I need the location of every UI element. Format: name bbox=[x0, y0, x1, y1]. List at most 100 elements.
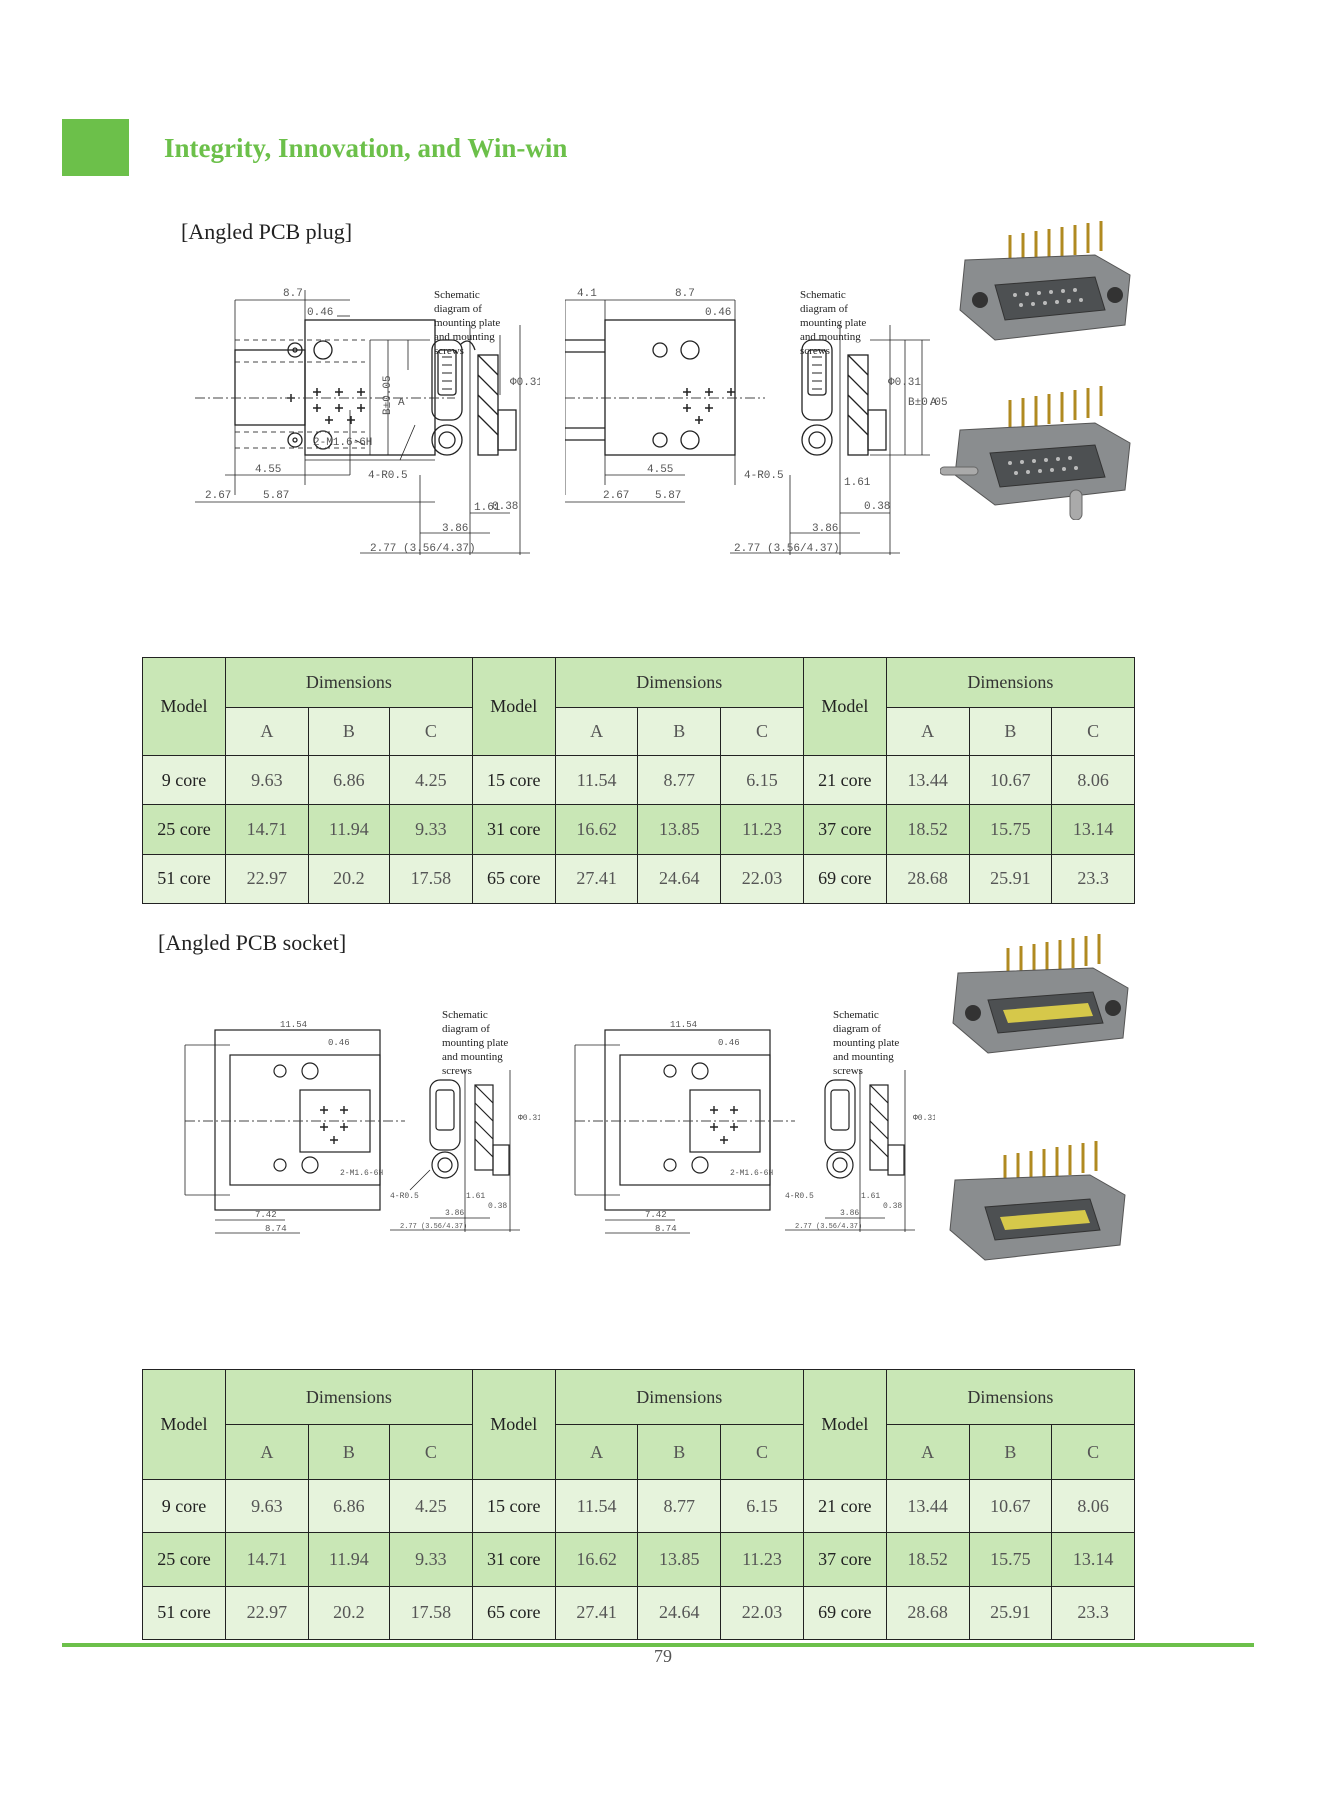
value-cell: 22.97 bbox=[225, 1585, 309, 1641]
socket-note-line-1: Schematic bbox=[442, 1010, 488, 1021]
socket2-dim-3-86: 3.86 bbox=[840, 1209, 859, 1218]
socket-col-b-3: B bbox=[968, 1424, 1053, 1480]
value-cell: 27.41 bbox=[554, 853, 639, 905]
value-cell: 25.91 bbox=[968, 853, 1053, 905]
plug-col-b-2: B bbox=[637, 707, 722, 756]
table-row: 25 core 14.71 11.94 9.33 31 core 16.62 1… bbox=[142, 804, 1135, 855]
plug-note-line-1: Schematic bbox=[434, 289, 480, 301]
socket2-note-line-5: screws bbox=[833, 1065, 863, 1077]
socket-photo-bottom bbox=[945, 1135, 1130, 1270]
socket-note-line-4: and mounting bbox=[442, 1051, 503, 1063]
plug-drawing-front-2: 4.1 8.7 0.46 4.55 5.87 2.67 bbox=[565, 280, 765, 560]
value-cell: 28.68 bbox=[885, 853, 970, 905]
value-cell: 20.2 bbox=[307, 853, 391, 905]
value-cell: 8.77 bbox=[637, 1478, 722, 1534]
plug2-dim-0-38: 0.38 bbox=[864, 501, 890, 513]
socket-drawing-front: 11.54 0.46 7.42 8.74 2-M1.6-6H bbox=[170, 1015, 410, 1240]
value-cell: 13.85 bbox=[637, 804, 722, 855]
value-cell: 6.86 bbox=[307, 754, 391, 806]
socket2-dim-0-38: 0.38 bbox=[883, 1202, 902, 1211]
plug-dim-5-87: 5.87 bbox=[263, 490, 289, 502]
plug-col-c-1: C bbox=[389, 707, 473, 756]
model-cell: 51 core bbox=[142, 1585, 226, 1641]
plug-note-line-4: and mounting bbox=[434, 331, 495, 343]
plug-note-line-2: diagram of bbox=[434, 303, 482, 315]
page-header-title: Integrity, Innovation, and Win-win bbox=[164, 133, 568, 163]
model-cell: 15 core bbox=[471, 754, 556, 806]
plug-dim-r05: 4-R0.5 bbox=[368, 470, 408, 482]
plug-col-b-3: B bbox=[968, 707, 1053, 756]
socket-model-header-2: Model bbox=[471, 1369, 556, 1480]
plug-note-line-5: screws bbox=[434, 345, 464, 357]
model-cell: 15 core bbox=[471, 1478, 556, 1534]
value-cell: 22.03 bbox=[720, 1585, 804, 1641]
socket-dimensions-table: Model Dimensions Model Dimensions Model … bbox=[142, 1369, 1136, 1641]
socket2-note-line-2: diagram of bbox=[833, 1023, 881, 1035]
socket-dim-phi: Φ0.31 bbox=[518, 1114, 540, 1123]
plug-dim-thread: 2-M1.6-6H bbox=[313, 437, 372, 449]
plug2-dim-r05: 4-R0.5 bbox=[744, 470, 784, 482]
value-cell: 24.64 bbox=[637, 853, 722, 905]
socket-col-a-2: A bbox=[554, 1424, 639, 1480]
value-cell: 15.75 bbox=[968, 804, 1053, 855]
value-cell: 9.33 bbox=[389, 1532, 473, 1587]
socket-dim-2-77: 2.77 (3.56/4.37) bbox=[400, 1223, 467, 1231]
plug-section-title: [Angled PCB plug] bbox=[181, 219, 353, 244]
socket2-dim-thread: 2-M1.6-6H bbox=[730, 1169, 773, 1178]
footer-divider bbox=[62, 1643, 1254, 1647]
table-row: 51 core 22.97 20.2 17.58 65 core 27.41 2… bbox=[142, 853, 1135, 905]
value-cell: 9.63 bbox=[225, 1478, 309, 1534]
plug2-dim-4-55: 4.55 bbox=[647, 464, 673, 476]
value-cell: 14.71 bbox=[225, 804, 309, 855]
socket2-dim-1-61: 1.61 bbox=[861, 1192, 880, 1201]
value-cell: 13.44 bbox=[885, 754, 970, 806]
plug-dim-2-77: 2.77 (3.56/4.37) bbox=[370, 543, 476, 555]
value-cell: 17.58 bbox=[389, 1585, 473, 1641]
socket-col-a-3: A bbox=[885, 1424, 970, 1480]
value-cell: 6.15 bbox=[720, 1478, 804, 1534]
socket-note-line-5: screws bbox=[442, 1065, 472, 1077]
plug-dim-0-38: 0.38 bbox=[492, 501, 518, 513]
socket-col-c-3: C bbox=[1051, 1424, 1135, 1480]
model-cell: 51 core bbox=[142, 853, 226, 905]
socket2-note-line-1: Schematic bbox=[833, 1010, 879, 1021]
plug-col-c-3: C bbox=[1051, 707, 1135, 756]
socket-drawing-side-2: Schematic diagram of mounting plate and … bbox=[785, 1010, 935, 1235]
socket2-note-line-3: mounting plate bbox=[833, 1037, 899, 1049]
socket-note-line-3: mounting plate bbox=[442, 1037, 508, 1049]
value-cell: 23.3 bbox=[1051, 1585, 1135, 1641]
value-cell: 18.52 bbox=[885, 1532, 970, 1587]
model-cell: 9 core bbox=[142, 754, 226, 806]
value-cell: 6.15 bbox=[720, 754, 804, 806]
value-cell: 9.33 bbox=[389, 804, 473, 855]
model-cell: 31 core bbox=[471, 1532, 556, 1587]
header-accent-block bbox=[62, 119, 129, 176]
value-cell: 23.3 bbox=[1051, 853, 1135, 905]
value-cell: 11.94 bbox=[307, 1532, 391, 1587]
plug-dimensions-header-2: Dimensions bbox=[554, 657, 804, 708]
socket-dimensions-header-3: Dimensions bbox=[885, 1369, 1136, 1425]
value-cell: 10.67 bbox=[968, 1478, 1053, 1534]
plug2-dim-1-61: 1.61 bbox=[844, 477, 871, 489]
socket2-dim-phi: Φ0.31 bbox=[913, 1114, 935, 1123]
model-cell: 31 core bbox=[471, 804, 556, 855]
socket-section-title: [Angled PCB socket] bbox=[158, 930, 347, 955]
plug-col-a-2: A bbox=[554, 707, 639, 756]
plug2-dim-8-7: 8.7 bbox=[675, 288, 695, 300]
value-cell: 15.75 bbox=[968, 1532, 1053, 1587]
value-cell: 28.68 bbox=[885, 1585, 970, 1641]
socket-model-header-3: Model bbox=[802, 1369, 887, 1480]
socket2-dim-r05: 4-R0.5 bbox=[785, 1192, 814, 1201]
value-cell: 14.71 bbox=[225, 1532, 309, 1587]
table-row: 25 core 14.71 11.94 9.33 31 core 16.62 1… bbox=[142, 1532, 1135, 1587]
socket2-dim-7-42: 7.42 bbox=[645, 1210, 667, 1220]
plug-dimensions-header-3: Dimensions bbox=[885, 657, 1136, 708]
model-cell: 21 core bbox=[802, 754, 887, 806]
plug2-dim-a: A bbox=[930, 397, 937, 409]
plug-col-c-2: C bbox=[720, 707, 804, 756]
plug-model-header-1: Model bbox=[142, 657, 226, 756]
value-cell: 17.58 bbox=[389, 853, 473, 905]
socket2-dim-11-54: 11.54 bbox=[670, 1020, 697, 1030]
plug2-dim-b: B±0.05 bbox=[908, 397, 948, 409]
socket-dim-r05: 4-R0.5 bbox=[390, 1192, 419, 1201]
